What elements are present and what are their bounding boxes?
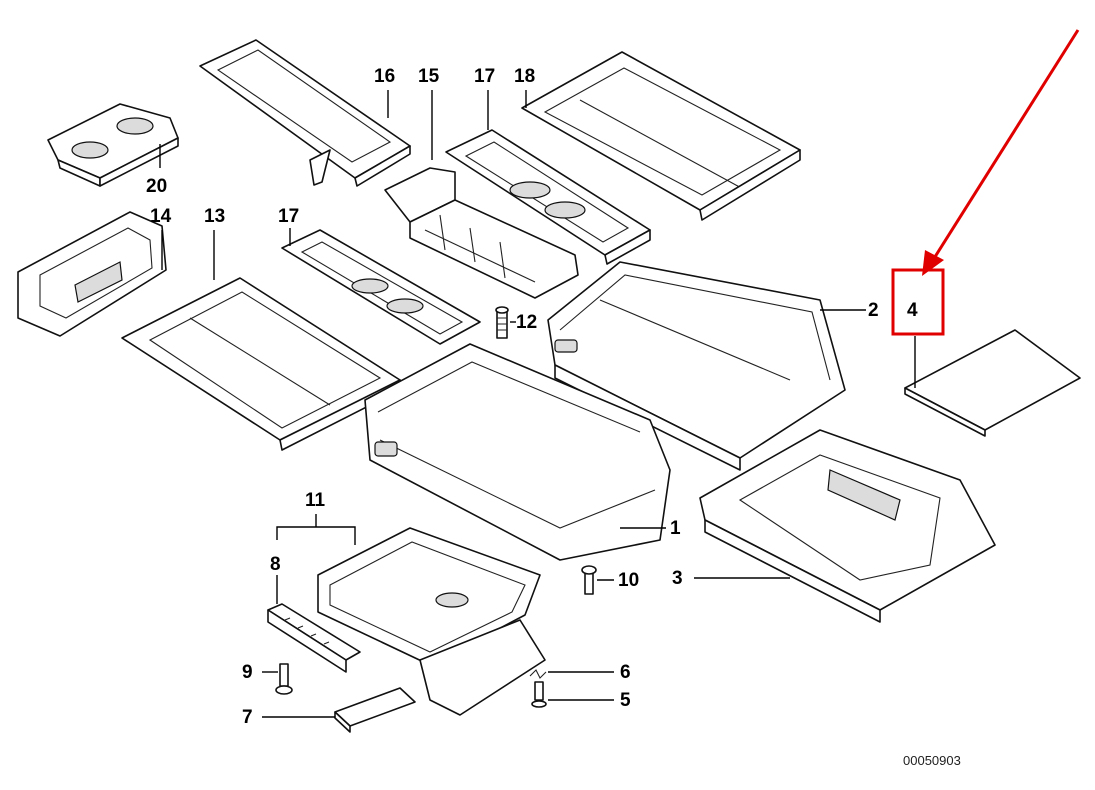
part-11-hinge-frame[interactable] [317,527,546,716]
callout-13[interactable]: 13 [204,206,225,227]
callout-20[interactable]: 20 [146,176,167,197]
callout-17-lower[interactable]: 17 [278,206,299,227]
callout-14[interactable]: 14 [150,206,172,227]
callout-2[interactable]: 2 [868,300,879,321]
callout-3[interactable]: 3 [672,568,683,589]
callout-7[interactable]: 7 [242,707,253,728]
part-15-bracket[interactable] [384,167,579,299]
part-8-switch-strip[interactable] [267,603,361,673]
leader-lines [159,90,916,718]
part-9-screw[interactable] [275,663,293,695]
part-3-armrest-base[interactable] [699,429,996,623]
highlight-arrow-head [922,250,944,276]
part-20-cupholder[interactable] [47,103,179,187]
part-17-lower-tray[interactable] [281,229,481,345]
part-5-screw[interactable] [531,681,547,708]
callout-labels: 20 14 13 17 16 15 17 18 2 4 1 3 10 12 11… [146,66,918,728]
part-2-armrest-lid[interactable] [547,261,846,471]
callout-1[interactable]: 1 [670,518,681,539]
highlight-annotation [891,29,1080,336]
part-14-side-bracket[interactable] [17,211,167,337]
callout-16[interactable]: 16 [374,66,395,87]
callout-9[interactable]: 9 [242,662,253,683]
callout-18[interactable]: 18 [514,66,535,87]
callout-8[interactable]: 8 [270,554,281,575]
callout-6[interactable]: 6 [620,662,631,683]
part-17-upper-tray[interactable] [445,129,651,265]
part-13-lower-tray[interactable] [121,277,401,451]
callout-10[interactable]: 10 [618,570,639,591]
part-16-tray[interactable] [199,39,411,187]
part-10-screw[interactable] [581,565,597,595]
callout-15[interactable]: 15 [418,66,440,87]
callout-12[interactable]: 12 [516,312,537,333]
part-18-top-tray[interactable] [521,51,801,221]
diagram-reference-number: 00050903 [903,753,961,768]
callout-11[interactable]: 11 [305,490,326,511]
highlight-arrow-line [931,29,1080,261]
callout-17-upper[interactable]: 17 [474,66,495,87]
part-12-screw[interactable] [495,306,509,339]
part-4-cover-plate[interactable] [904,329,1081,437]
callout-5[interactable]: 5 [620,690,631,711]
part-1-armrest[interactable] [364,343,671,561]
part-6-spring[interactable] [529,669,547,679]
part-7-plate[interactable] [334,687,416,733]
highlight-box [891,268,945,336]
callout-4[interactable]: 4 [907,300,918,321]
